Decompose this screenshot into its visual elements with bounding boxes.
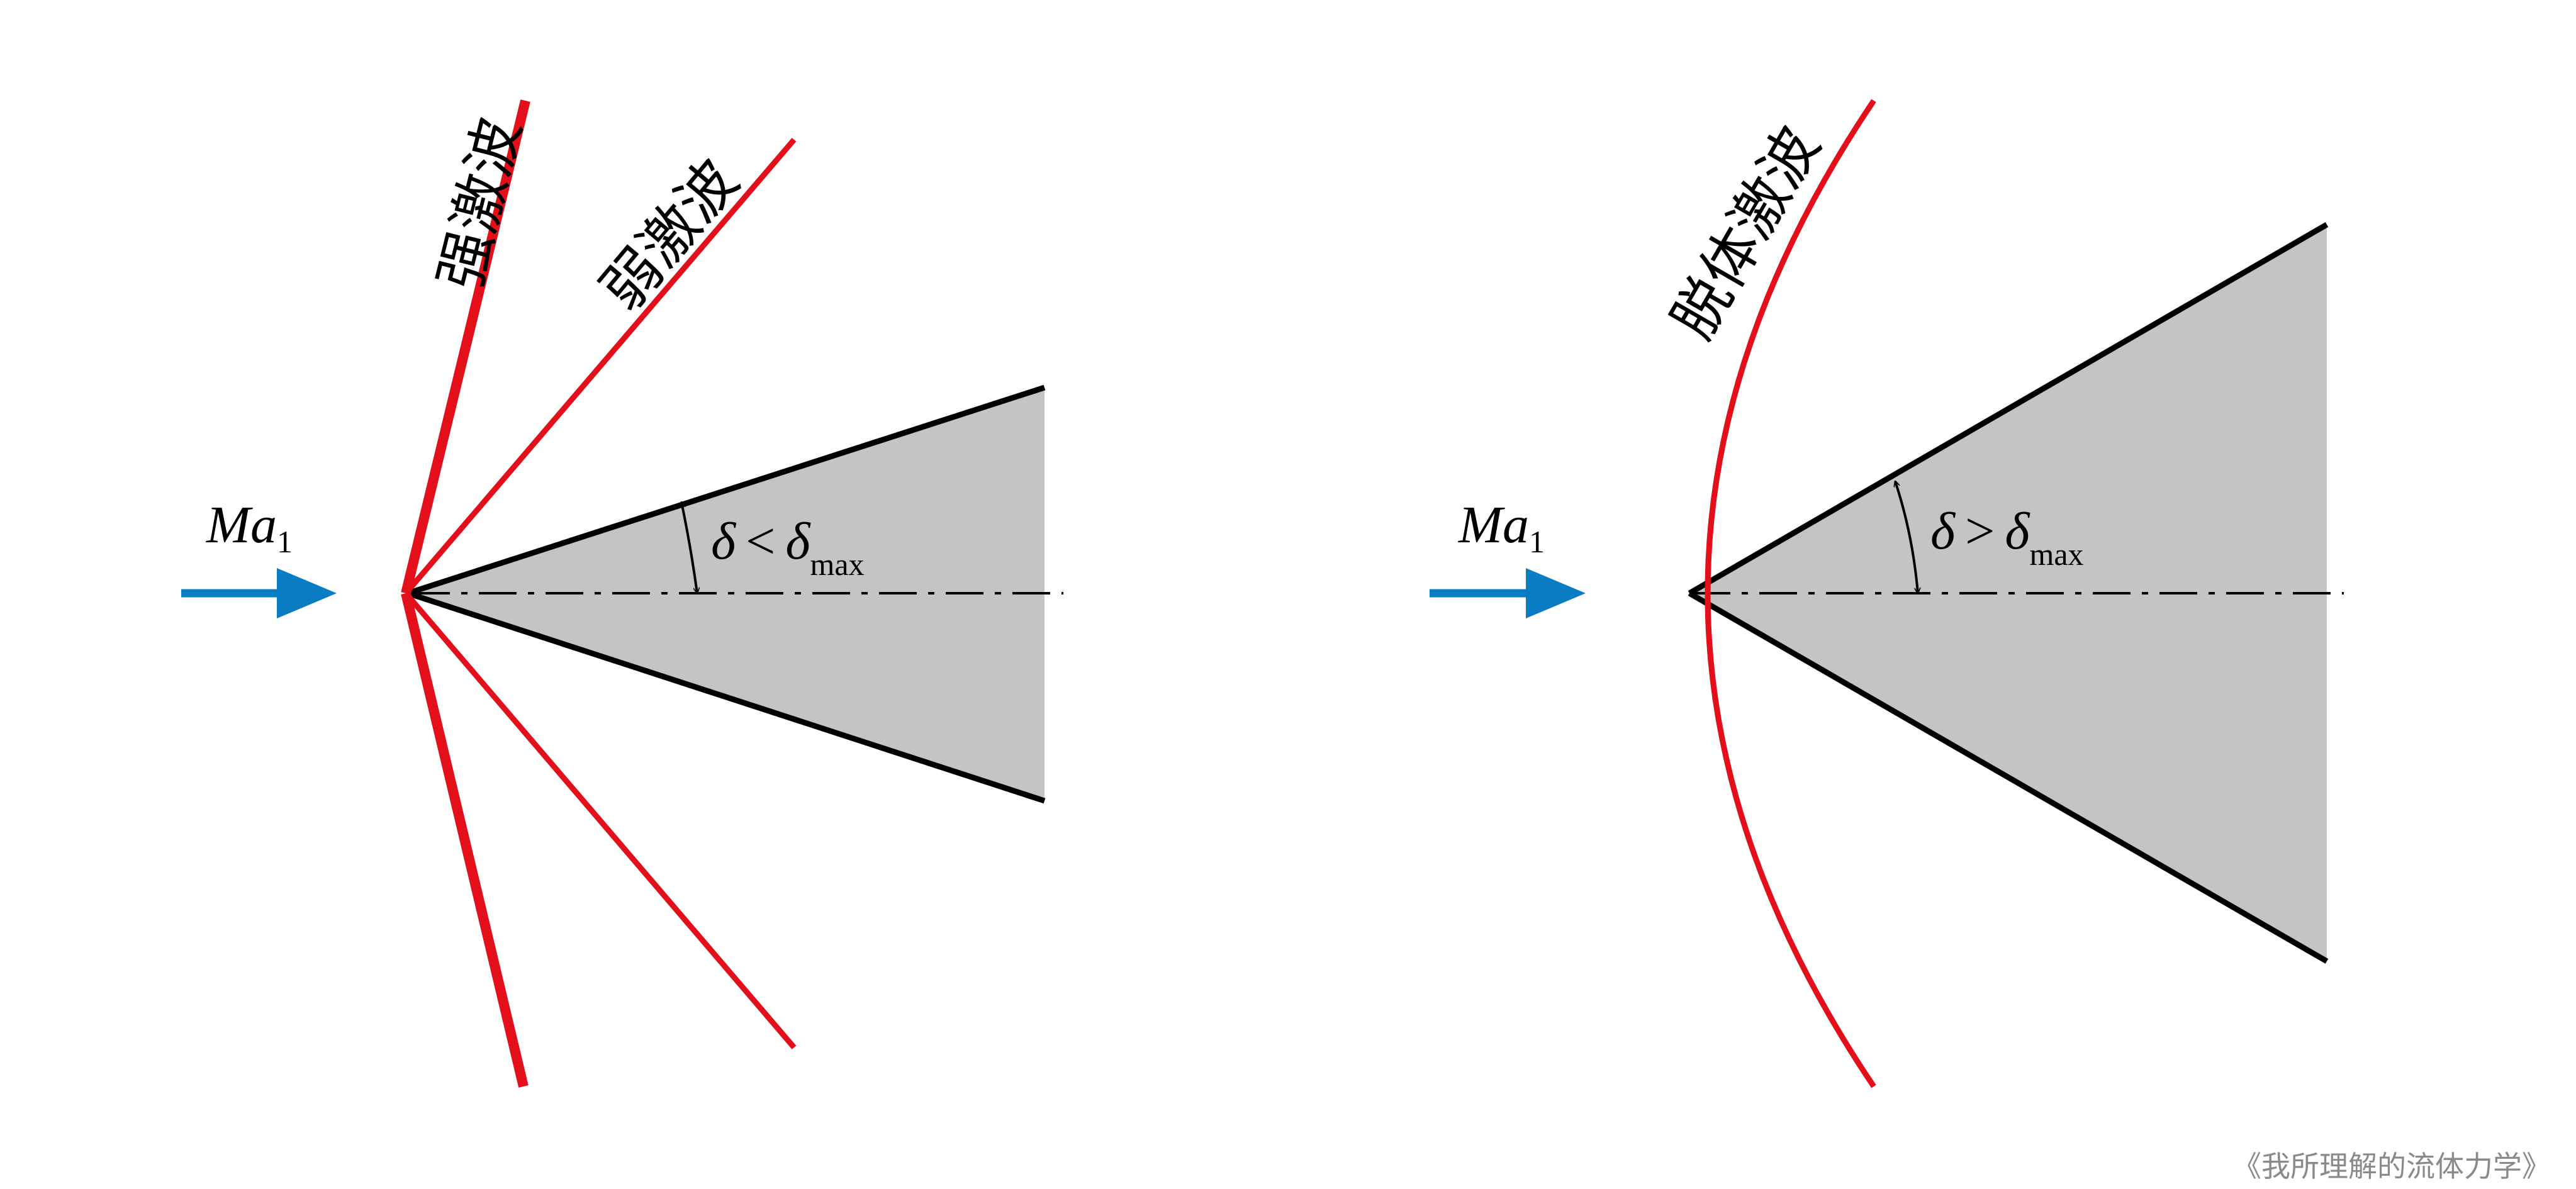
left-strong-shock-label: 强激波 [427, 111, 534, 296]
left-weak-shock-lower [403, 591, 797, 1049]
right-panel: Ma1 δ>δmax 脱体激波 [1430, 99, 2344, 1088]
left-weak-shock-label: 弱激波 [588, 147, 751, 323]
right-detached-shock-label: 脱体激波 [1659, 116, 1833, 350]
left-angle-relation: δ<δmax [711, 512, 865, 582]
right-mach-label: Ma1 [1458, 496, 1545, 559]
right-wedge-upper-edge [1688, 222, 2329, 596]
right-angle-arc [1895, 481, 1918, 593]
left-mach-label: Ma1 [206, 496, 293, 559]
left-wedge [408, 388, 1044, 801]
right-wedge-lower-edge [1688, 591, 2329, 964]
left-strong-shock-upper [401, 99, 530, 594]
right-flow-arrow [1430, 568, 1586, 618]
left-panel: Ma1 δ<δmax 强激波 弱激波 [181, 99, 1063, 1088]
right-angle-relation: δ>δmax [1930, 502, 2084, 572]
left-weak-shock-upper [403, 138, 797, 595]
watermark: 《我所理解的流体力学》 [2232, 1149, 2551, 1183]
right-wedge [1689, 225, 2327, 961]
left-flow-arrow [181, 568, 337, 618]
left-strong-shock-lower [401, 592, 529, 1088]
left-wedge-upper-edge [406, 384, 1046, 596]
right-detached-shock [1705, 99, 1876, 1088]
left-wedge-lower-edge [406, 590, 1046, 804]
left-angle-arc [681, 502, 697, 593]
